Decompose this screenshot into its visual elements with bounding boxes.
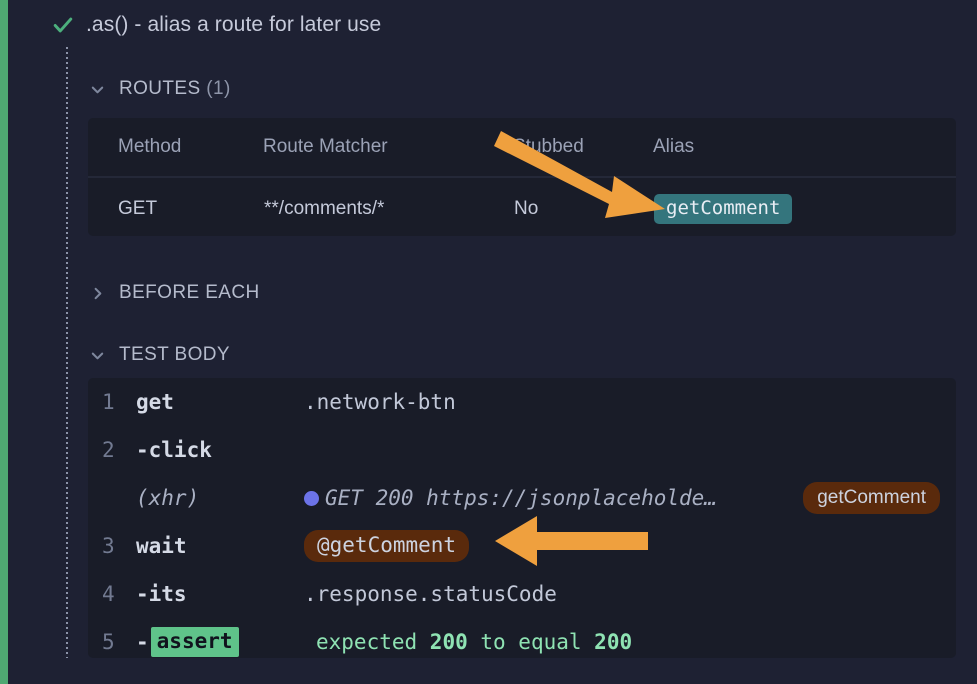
- list-item-assertion[interactable]: 5 - assert expected 200 to equal 200: [88, 618, 956, 658]
- command-name: -its: [136, 582, 187, 606]
- list-item-xhr[interactable]: (xhr) GET 200 https://jsonplaceholde… ge…: [88, 474, 956, 522]
- command-name-assert: - assert: [136, 627, 304, 657]
- chevron-right-icon: [90, 286, 105, 301]
- xhr-alias-tag-wrapper: getComment: [803, 482, 940, 514]
- assert-dash: -: [136, 629, 149, 654]
- test-title-row[interactable]: .as() - alias a route for later use: [52, 8, 381, 42]
- routes-table-panel: Method Route Matcher Stubbed Alias # GET…: [88, 118, 956, 236]
- column-header-alias: Alias: [653, 136, 695, 157]
- command-name: get: [136, 390, 174, 414]
- command-message: @getComment: [304, 530, 470, 562]
- check-icon: [52, 14, 74, 36]
- cell-alias: getComment: [653, 176, 883, 236]
- column-header-count: #: [883, 118, 956, 177]
- routes-table: Method Route Matcher Stubbed Alias # GET…: [88, 118, 956, 236]
- column-header-method: Method: [118, 136, 182, 157]
- command-message: .network-btn: [304, 390, 456, 414]
- command-message-assert: expected 200 to equal 200: [316, 630, 632, 654]
- command-number: 2: [102, 438, 115, 462]
- command-name: -click: [136, 438, 212, 462]
- list-item[interactable]: 4 -its .response.statusCode: [88, 570, 956, 618]
- section-label-before-each: BEFORE EACH: [119, 282, 260, 303]
- list-item[interactable]: 3 wait @getComment: [88, 522, 956, 570]
- command-number: 3: [102, 534, 115, 558]
- command-message: .response.statusCode: [304, 582, 557, 606]
- assert-part-3: 200: [594, 630, 633, 654]
- section-header-test-body[interactable]: TEST BODY: [90, 342, 230, 368]
- alias-badge[interactable]: @getComment: [304, 530, 470, 562]
- cell-method: GET: [88, 176, 263, 236]
- command-name: wait: [136, 534, 187, 558]
- alias-badge[interactable]: getComment: [803, 482, 940, 514]
- test-indent-guide-line: [66, 47, 68, 658]
- section-header-routes[interactable]: ROUTES (1): [90, 76, 231, 102]
- command-log-panel: 1 get .network-btn 2 -click (xhr) GET 20…: [88, 378, 956, 658]
- assert-part-0: expected: [316, 630, 430, 654]
- xhr-status-dot-icon: [304, 490, 319, 506]
- xhr-message-text: GET 200 https://jsonplaceholde…: [325, 486, 717, 510]
- command-number: 5: [102, 630, 115, 654]
- section-label-routes: ROUTES (1): [119, 78, 231, 99]
- cell-count: 1: [883, 176, 956, 236]
- routes-table-header-row: Method Route Matcher Stubbed Alias #: [88, 118, 956, 177]
- cell-matcher: **/comments/*: [263, 176, 513, 236]
- section-label-test-body: TEST BODY: [119, 344, 230, 365]
- command-message-xhr: GET 200 https://jsonplaceholde…: [304, 486, 717, 510]
- status-badge: assert: [150, 627, 239, 657]
- test-status-rail: [0, 0, 8, 684]
- list-item[interactable]: 1 get .network-btn: [88, 378, 956, 426]
- routes-count: (1): [206, 78, 231, 99]
- column-header-matcher: Route Matcher: [263, 136, 388, 157]
- alias-badge[interactable]: getComment: [654, 193, 793, 224]
- command-number: 1: [102, 390, 115, 414]
- assert-part-2: to equal: [467, 630, 595, 654]
- list-item[interactable]: 2 -click: [88, 426, 956, 474]
- command-number: 4: [102, 582, 115, 606]
- chevron-down-icon: [90, 82, 105, 97]
- chevron-down-icon: [90, 348, 105, 363]
- cell-stubbed: No: [513, 176, 653, 236]
- column-header-stubbed: Stubbed: [513, 136, 584, 157]
- table-row[interactable]: GET **/comments/* No getComment 1: [88, 176, 956, 236]
- assert-part-1: 200: [429, 630, 468, 654]
- section-header-before-each[interactable]: BEFORE EACH: [90, 280, 260, 306]
- page-title: .as() - alias a route for later use: [86, 13, 382, 36]
- command-name: (xhr): [136, 486, 200, 510]
